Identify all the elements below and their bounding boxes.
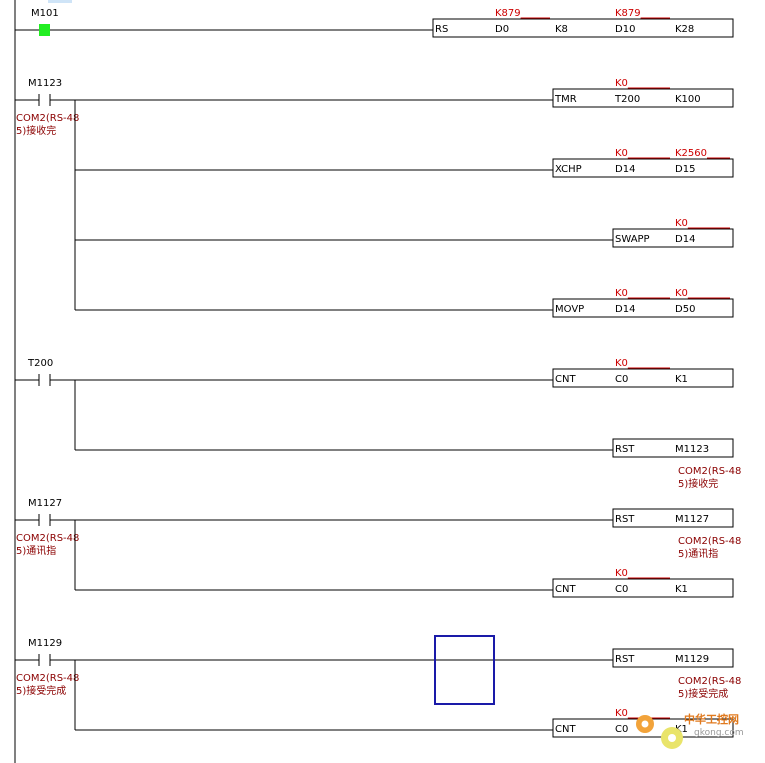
operand-comment: 5)接受完成 [678,687,728,700]
instruction-box[interactable] [432,18,734,38]
operand-current-value: K0 [615,358,628,369]
instruction-operand: K1 [675,584,688,595]
instruction-mnemonic: RST [615,654,635,665]
instruction-operand: M1127 [675,514,709,525]
operand-current-value: K2560 [675,148,707,159]
contact-label: M1123 [28,78,62,89]
contact-comment: 5)通讯指 [16,544,56,557]
instruction-box[interactable] [552,88,734,108]
instruction-mnemonic: RST [615,514,635,525]
operand-current-value: K879 [615,8,641,19]
watermark-url: gkong.com [694,728,744,738]
instruction-box[interactable] [552,368,734,388]
contact-comment: COM2(RS-48 [16,533,79,544]
instruction-operand: C0 [615,584,628,595]
instruction-mnemonic: RST [615,444,635,455]
contact-label: M1129 [28,638,62,649]
instruction-mnemonic: TMR [554,94,577,105]
instruction-box[interactable] [612,508,734,528]
operand-comment: COM2(RS-48 [678,466,741,477]
instruction-mnemonic: CNT [555,724,576,735]
instruction-operand: D50 [675,304,695,315]
operand-current-value: K0 [675,218,688,229]
instruction-mnemonic: XCHP [555,164,582,175]
contact-comment: COM2(RS-48 [16,673,79,684]
instruction-operand: M1129 [675,654,709,665]
contact-comment: COM2(RS-48 [16,113,79,124]
instruction-operand: C0 [615,374,628,385]
selection-cursor[interactable] [434,635,495,705]
instruction-operand: K100 [675,94,701,105]
instruction-mnemonic: SWAPP [615,234,650,245]
instruction-box[interactable] [552,298,734,318]
instruction-operand: M1123 [675,444,709,455]
gear-icon [636,715,683,749]
instruction-box[interactable] [612,648,734,668]
operand-current-value: K0 [615,148,628,159]
operand-comment: 5)通讯指 [678,547,718,560]
operand-comment: COM2(RS-48 [678,536,741,547]
contact-label: M101 [31,8,59,19]
operand-current-value: K879 [495,8,521,19]
instruction-operand: K1 [675,724,688,735]
operand-current-value: K0 [615,708,628,719]
instruction-operand: D15 [675,164,695,175]
contact-comment: 5)接受完成 [16,684,66,697]
contact-label: T200 [27,358,53,369]
operand-current-value: K0 [615,78,628,89]
instruction-operand: D10 [615,24,635,35]
instruction-operand: C0 [615,724,628,735]
instruction-mnemonic: MOVP [555,304,584,315]
instruction-mnemonic: CNT [555,584,576,595]
instruction-operand: D0 [495,24,509,35]
watermark-title: 中华工控网 [684,712,739,726]
instruction-operand: K8 [555,24,568,35]
instruction-box[interactable] [612,438,734,458]
instruction-mnemonic: CNT [555,374,576,385]
operand-current-value: K0 [675,288,688,299]
toolbar-edge [48,0,72,3]
instruction-box[interactable] [552,578,734,598]
instruction-operand: D14 [615,164,635,175]
instruction-operand: K1 [675,374,688,385]
watermark: 中华工控网 gkong.com [636,712,744,749]
operand-current-value: K0 [615,288,628,299]
contact-label: M1127 [28,498,62,509]
instruction-mnemonic: RS [435,24,448,35]
instruction-operand: K28 [675,24,694,35]
instruction-operand: D14 [615,304,635,315]
operand-comment: COM2(RS-48 [678,676,741,687]
instruction-operand: T200 [614,94,640,105]
operand-current-value: K0 [615,568,628,579]
contact-active-indicator[interactable] [39,24,50,36]
instruction-box[interactable] [552,158,734,178]
instruction-box[interactable] [612,228,734,248]
instruction-operand: D14 [675,234,695,245]
contact-comment: 5)接收完 [16,124,56,137]
operand-comment: 5)接收完 [678,477,718,490]
